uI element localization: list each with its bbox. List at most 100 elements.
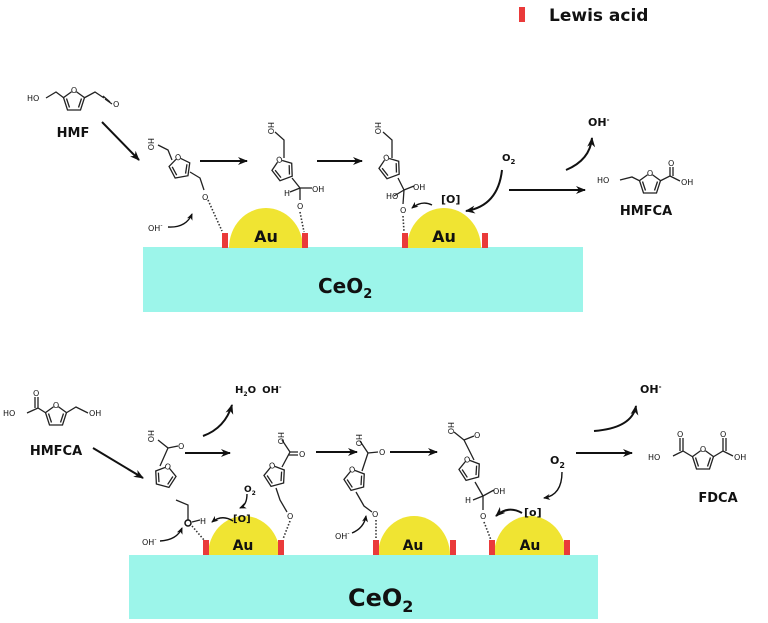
au-label: Au — [520, 538, 541, 554]
svg-text:O: O — [178, 442, 184, 451]
svg-text:HO: HO — [597, 176, 609, 185]
svg-text:OH: OH — [312, 185, 324, 194]
alkoxide-intermediate: HO OH HO O — [373, 122, 425, 233]
oxygen-label: O2 — [502, 153, 516, 166]
svg-text:O: O — [668, 159, 674, 168]
support-label: CeO2 — [348, 584, 413, 616]
svg-text:HO: HO — [27, 94, 39, 103]
hmfca-molecule: HO O OH — [3, 389, 101, 426]
au-label: Au — [233, 538, 254, 554]
hmf-molecule: HO O — [27, 85, 119, 111]
oxygen-label: O2 — [244, 485, 256, 497]
svg-text:HO: HO — [354, 434, 363, 446]
hmfca-label: HMFCA — [30, 444, 82, 459]
hmf-label: HMF — [57, 126, 90, 141]
hmfca-label: HMFCA — [620, 204, 672, 219]
adsorbed-hmfca: HO O H — [146, 430, 206, 541]
svg-text:HO: HO — [373, 122, 382, 134]
svg-text:O: O — [720, 430, 726, 439]
svg-text:H: H — [284, 189, 290, 198]
adsorbed-hmf: HO O — [146, 138, 223, 232]
curved-arrow — [593, 405, 639, 432]
hydroxide-label: OH- — [148, 222, 162, 233]
curved-arrow — [239, 493, 248, 509]
gem-diol-intermediate: HO O OH H O — [446, 422, 505, 541]
curved-arrow — [465, 169, 503, 214]
lewis-acid-site — [482, 233, 488, 248]
lewis-acid-site — [302, 233, 308, 248]
curved-arrow — [211, 515, 234, 523]
legend-label: Lewis acid — [549, 6, 648, 26]
curved-arrow — [351, 515, 368, 534]
svg-text:HO: HO — [386, 192, 398, 201]
lewis-acid-site — [203, 540, 209, 555]
gem-diol-intermediate: HO OH H O — [266, 122, 324, 233]
active-oxygen-label: [O] — [441, 193, 460, 206]
curved-arrow — [565, 137, 596, 171]
hydroxide-label: OH- — [335, 530, 349, 541]
svg-text:HO: HO — [146, 138, 155, 150]
lewis-acid-legend-swatch — [519, 7, 525, 22]
svg-text:O: O — [113, 100, 119, 109]
svg-text:O: O — [297, 202, 303, 211]
released-hydroxide-label: OH- — [640, 383, 662, 396]
lewis-acid-site — [373, 540, 379, 555]
lewis-acid-site — [402, 233, 408, 248]
top-panel: CeO2 Au Au HO O HMF HO O OH- — [27, 85, 693, 312]
svg-text:HO: HO — [276, 432, 285, 444]
svg-text:O: O — [202, 193, 208, 202]
svg-text:OH: OH — [734, 453, 746, 462]
bottom-panel: CeO2 Au Au Au HO O OH HMFCA HO O — [3, 383, 746, 619]
au-nanoparticle — [407, 208, 481, 248]
curved-arrow — [543, 471, 563, 500]
legend: Lewis acid — [519, 6, 648, 26]
svg-text:H: H — [465, 496, 471, 505]
hmfca-product-molecule: HO O OH — [597, 159, 693, 194]
lewis-acid-site — [564, 540, 570, 555]
svg-text:OH: OH — [681, 178, 693, 187]
svg-text:HO: HO — [446, 422, 455, 434]
lewis-acid-site — [450, 540, 456, 555]
svg-text:OH: OH — [413, 183, 425, 192]
svg-text:HO: HO — [266, 122, 275, 134]
svg-text:O: O — [677, 430, 683, 439]
svg-text:HO: HO — [3, 409, 15, 418]
curved-arrow — [495, 506, 523, 517]
svg-text:HO: HO — [146, 430, 155, 442]
curved-arrow — [411, 201, 433, 209]
ceo2-support — [129, 555, 598, 619]
ceo2-support — [143, 247, 583, 312]
lewis-acid-site — [222, 233, 228, 248]
curved-arrow — [202, 404, 234, 437]
lewis-acid-site — [278, 540, 284, 555]
au-nanoparticle — [378, 516, 450, 555]
svg-text:O: O — [400, 206, 406, 215]
svg-text:O: O — [299, 450, 305, 459]
svg-text:OH: OH — [493, 487, 505, 496]
active-oxygen-label: [o] — [524, 506, 542, 519]
fdca-label: FDCA — [698, 491, 737, 506]
adsorbed-aldehyde: HO O O — [340, 434, 385, 539]
svg-text:O: O — [480, 512, 486, 521]
lewis-acid-site — [489, 540, 495, 555]
released-hydroxide-label: OH- — [588, 116, 610, 129]
curved-arrow — [159, 527, 183, 542]
reaction-arrow — [92, 447, 144, 479]
au-label: Au — [403, 538, 424, 554]
au-label: Au — [254, 227, 278, 246]
aldehyde-intermediate: HO O O — [260, 432, 305, 540]
au-nanoparticle — [208, 516, 280, 555]
oxygen-label: O2 — [550, 454, 565, 470]
curved-arrow — [167, 213, 193, 228]
fdca-product-molecule: HO O O OH — [648, 430, 746, 470]
support-label: CeO2 — [318, 274, 372, 302]
svg-text:O: O — [287, 512, 293, 521]
au-nanoparticle — [494, 516, 566, 555]
au-label: Au — [432, 227, 456, 246]
au-nanoparticle — [229, 208, 303, 248]
active-oxygen-label: [O] — [233, 514, 251, 525]
svg-text:O: O — [33, 389, 39, 398]
svg-text:O: O — [372, 510, 378, 519]
